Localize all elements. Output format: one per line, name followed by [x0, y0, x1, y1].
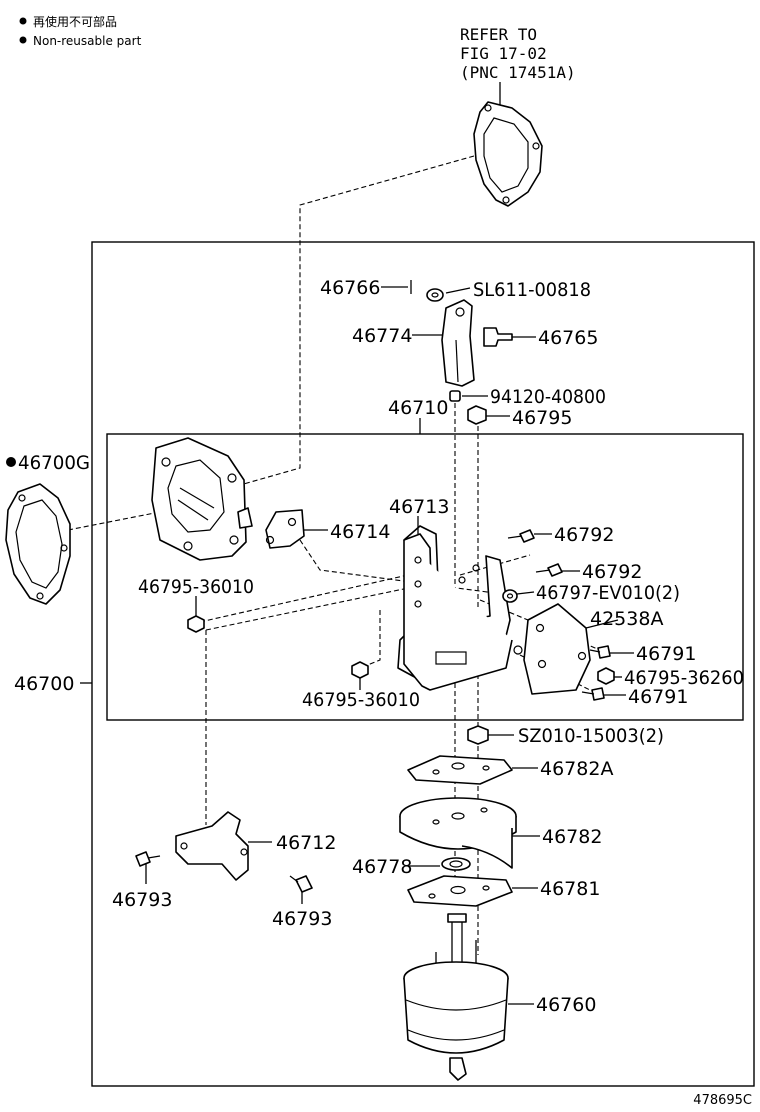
- washer-sl611-shape: [426, 288, 444, 302]
- plate-42538a-shape: [523, 603, 591, 695]
- bolt-46791a-shape: [589, 645, 611, 659]
- assembly-46700-frame: [91, 241, 755, 1087]
- label-46766: 46766: [320, 277, 380, 299]
- label-46782: 46782: [542, 826, 602, 848]
- grommet-46778-shape: [441, 857, 471, 871]
- bolt-46792b-shape: [535, 563, 563, 577]
- label-46713: 46713: [389, 496, 449, 518]
- label-46714: 46714: [330, 521, 390, 543]
- throttle-body-shape: [151, 437, 253, 561]
- part-labels: 46766 SL611-00818 46774 46765 94120-4080…: [6, 277, 744, 1016]
- label-46793-a: 46793: [112, 889, 172, 911]
- label-46765: 46765: [538, 327, 598, 349]
- label-46797-ev010: 46797-EV010(2): [536, 582, 680, 604]
- refer-line-2: FIG 17-02: [460, 44, 547, 63]
- label-42538a: 42538A: [590, 608, 663, 630]
- bolt-46793a-shape: [135, 851, 161, 867]
- insulator-46782-shape: [399, 797, 517, 869]
- legend-bullet-icon: [19, 36, 27, 44]
- label-sz010-15003: SZ010-15003(2): [518, 725, 664, 747]
- bracket-46712-shape: [175, 811, 249, 881]
- legend-bullet-icon: [19, 17, 27, 25]
- nut-94120-shape: [449, 390, 461, 402]
- refer-line-1: REFER TO: [460, 25, 537, 44]
- label-46700g: 46700G: [18, 452, 90, 474]
- leader-lines: [80, 286, 634, 1005]
- label-46700: 46700: [14, 673, 74, 695]
- nut-sz010-shape: [467, 725, 489, 745]
- label-46795-36260: 46795-36260: [624, 667, 744, 689]
- nut-46795-shape: [467, 405, 487, 425]
- nut-46795-36010b-shape: [351, 661, 369, 679]
- lever-46714-shape: [265, 509, 305, 549]
- gasket-46782a-shape: [407, 755, 513, 785]
- bolt-46793b-shape: [289, 875, 313, 893]
- refer-line-3: (PNC 17451A): [460, 63, 576, 82]
- bolt-46791b-shape: [581, 687, 605, 701]
- label-46793-b: 46793: [272, 908, 332, 930]
- legend: 再使用不可部品 Non-reusable part: [19, 14, 142, 48]
- gasket-46781-shape: [407, 875, 513, 907]
- bracket-46713-shape: [397, 525, 523, 691]
- legend-en: Non-reusable part: [33, 34, 142, 48]
- assembly-46710-frame: [106, 433, 744, 721]
- label-46795-36010-a: 46795-36010: [138, 576, 254, 598]
- label-46774: 46774: [352, 325, 412, 347]
- clevis-46774-shape: [441, 299, 475, 387]
- nut-46795-36010a-shape: [187, 615, 205, 633]
- actuator-46760-shape: [403, 913, 509, 1081]
- label-46760: 46760: [536, 994, 596, 1016]
- figure-id: 478695C: [693, 1093, 752, 1108]
- refer-note: REFER TO FIG 17-02 (PNC 17451A): [460, 25, 576, 108]
- nut-46795-36260-shape: [597, 667, 615, 685]
- label-46792-a: 46792: [554, 524, 614, 546]
- label-46782a: 46782A: [540, 758, 613, 780]
- label-46781: 46781: [540, 878, 600, 900]
- washer-46797-shape: [502, 589, 518, 603]
- label-46712: 46712: [276, 832, 336, 854]
- label-46791-a: 46791: [636, 643, 696, 665]
- label-sl611-00818: SL611-00818: [473, 279, 591, 301]
- pin-46765-shape: [483, 327, 513, 347]
- label-94120-40800: 94120-40800: [490, 386, 606, 408]
- label-46791-b: 46791: [628, 686, 688, 708]
- label-46710: 46710: [388, 397, 448, 419]
- gasket-refer-shape: [473, 101, 543, 207]
- non-reusable-bullet-icon: [6, 457, 16, 467]
- bolt-46792a-shape: [507, 529, 535, 543]
- label-46792-b: 46792: [582, 561, 642, 583]
- gasket-46700g-shape: [5, 483, 71, 605]
- label-46795: 46795: [512, 407, 572, 429]
- legend-jp: 再使用不可部品: [33, 14, 117, 29]
- label-46778: 46778: [352, 856, 412, 878]
- label-46795-36010-b: 46795-36010: [302, 689, 420, 711]
